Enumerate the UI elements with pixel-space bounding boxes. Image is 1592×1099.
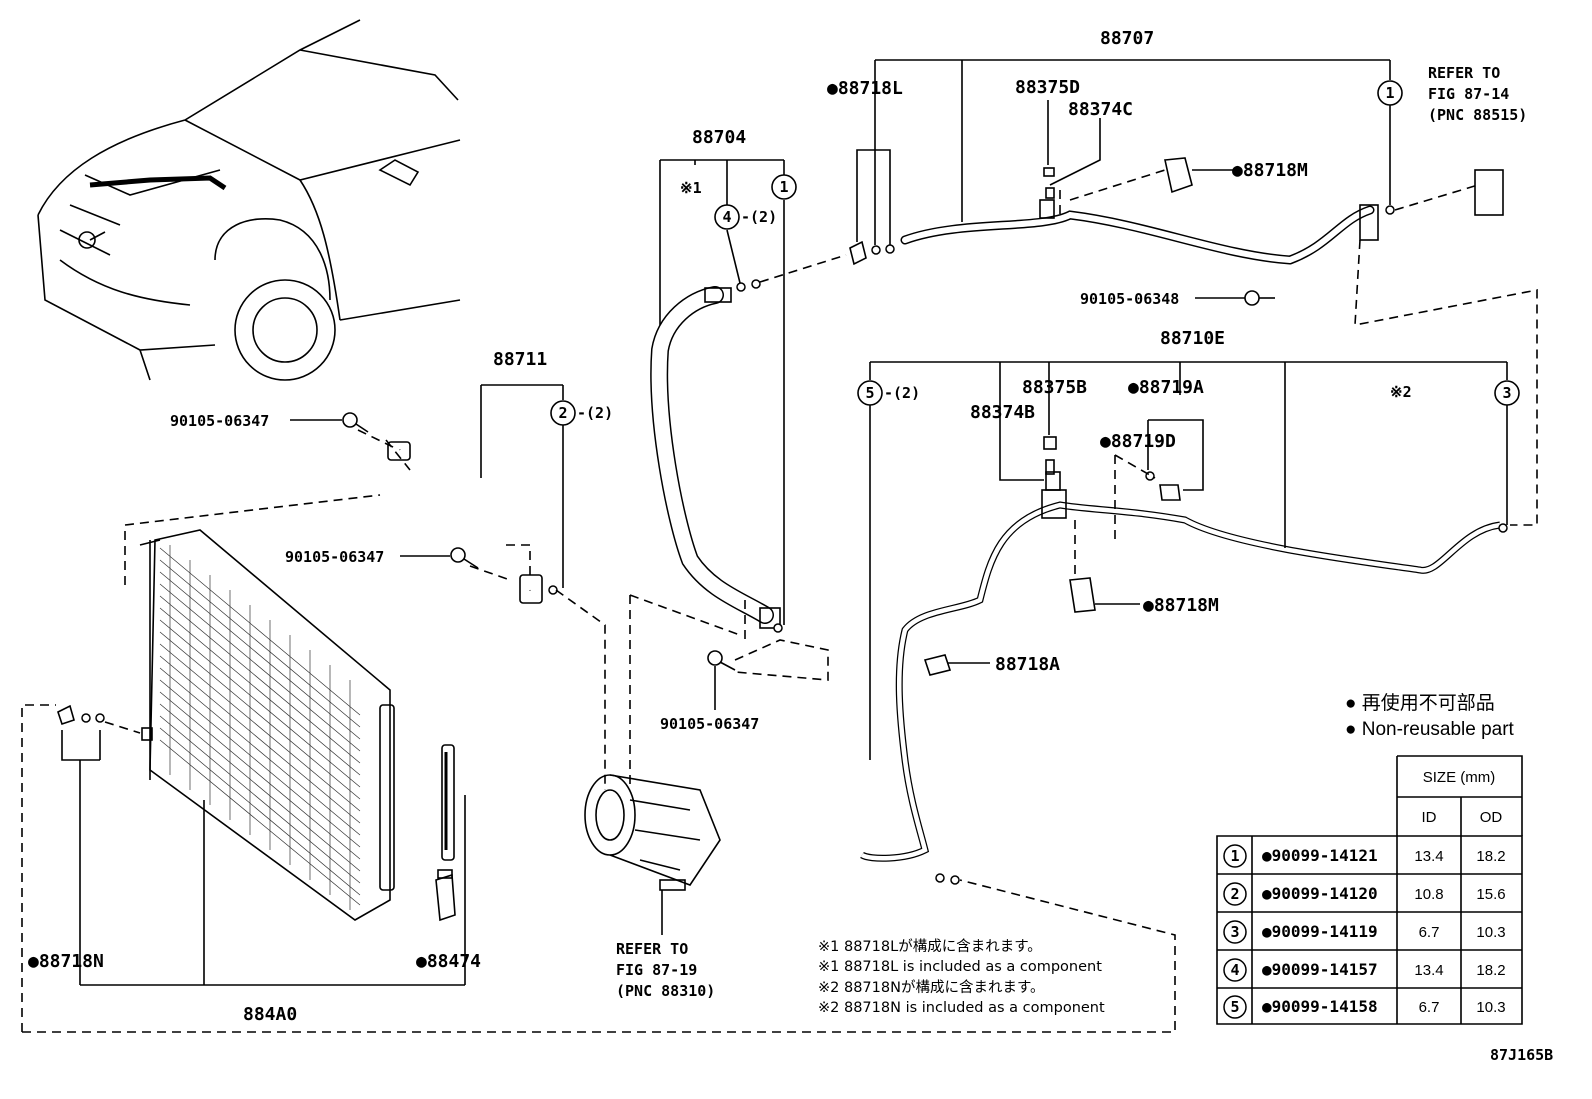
label-88718A: 88718A [995,654,1060,675]
svg-text:2: 2 [558,404,567,422]
label-refer-88515-line3: (PNC 88515) [1428,106,1527,124]
label-88375B: 88375B [1022,377,1087,398]
label-88719A: ●88719A [1128,377,1204,398]
label-refer-88310-line2: FIG 87-19 [616,961,697,979]
svg-text:2: 2 [1230,885,1239,903]
svg-text:10.3: 10.3 [1476,999,1505,1016]
label-88710E: 88710E [1160,328,1225,349]
compressor-drawing [584,774,721,891]
pipe-88710E-drawing [860,471,1501,862]
svg-text:6.7: 6.7 [1419,924,1440,941]
label-88375D: 88375D [1015,77,1080,98]
label-callout2-qty: -(2) [577,404,613,422]
label-90105-06347-c: 90105-06347 [660,715,759,733]
svg-text:●90099-14119: ●90099-14119 [1262,922,1378,941]
callout-1-88704: 1 [771,174,797,200]
svg-text:13.4: 13.4 [1414,848,1443,865]
label-88474: ●88474 [416,951,481,972]
circled-callouts: 1 1 4 2 5 3 [550,80,1520,426]
label-90105-06347-b: 90105-06347 [285,548,384,566]
svg-text:15.6: 15.6 [1476,886,1505,903]
svg-text:6.7: 6.7 [1419,999,1440,1016]
label-refer-88310-line3: (PNC 88310) [616,982,715,1000]
label-callout4-qty: -(2) [741,208,777,226]
table-row: 5 ●90099-14158 6.7 10.3 [1223,995,1506,1019]
label-88719D: ●88719D [1100,431,1176,452]
table-size-header: SIZE (mm) [1423,769,1496,786]
label-refer-88515-line2: FIG 87-14 [1428,85,1509,103]
label-90105-06347-a: 90105-06347 [170,412,269,430]
note-1-jp: ※1 88718Lが構成に含まれます。 [818,938,1042,955]
small-parts-drawing [57,157,1504,741]
table-row: 3 ●90099-14119 6.7 10.3 [1223,920,1506,944]
filter-part-drawing [435,744,456,922]
label-88710E-mark2: ※2 [1390,383,1412,401]
label-88718M-mid: ●88718M [1143,595,1219,616]
label-88704: 88704 [692,127,746,148]
note-2-jp: ※2 88718Nが構成に含まれます。 [818,979,1045,996]
svg-text:●90099-14158: ●90099-14158 [1262,997,1378,1016]
svg-text:3: 3 [1230,923,1239,941]
label-88711: 88711 [493,349,547,370]
dashed-assembly-lines [21,169,1538,1033]
label-callout5-qty: -(2) [884,384,920,402]
svg-text:10.8: 10.8 [1414,886,1443,903]
o-ring-size-table: SIZE (mm) ID OD 1 ●90099-14121 13.4 18.2… [1216,755,1523,1025]
label-88718N: ●88718N [28,951,104,972]
table-row: 2 ●90099-14120 10.8 15.6 [1223,882,1506,906]
svg-text:13.4: 13.4 [1414,962,1443,979]
table-row: 1 ●90099-14121 13.4 18.2 [1223,844,1506,868]
svg-text:●90099-14157: ●90099-14157 [1262,960,1378,979]
svg-text:4: 4 [722,208,731,226]
condenser-fins [159,545,361,910]
svg-text:1: 1 [1230,847,1239,865]
pipe-88707-drawing [900,199,1379,265]
callout-2-88711: 2 [550,400,576,426]
part-labels: 88707 ●88718L 88375D 88374C REFER TO FIG… [28,28,1553,1064]
callout-5-88710E: 5 [857,380,883,406]
svg-text:18.2: 18.2 [1476,848,1505,865]
table-col-od: OD [1480,809,1503,826]
leader-lines [61,59,1508,986]
svg-text:5: 5 [1230,998,1239,1016]
svg-text:4: 4 [1230,961,1239,979]
o-rings [81,205,1508,885]
callout-4-88704: 4 [714,204,740,230]
hose-88711-drawing [387,441,543,604]
label-88718L: ●88718L [827,78,903,99]
svg-text:3: 3 [1502,384,1511,402]
note-1-en: ※1 88718L is included as a component [818,959,1102,975]
label-884A0: 884A0 [243,1004,297,1025]
hose-88704-drawing [650,286,781,629]
svg-text:1: 1 [1385,84,1394,102]
svg-text:●90099-14120: ●90099-14120 [1262,884,1378,903]
vehicle-illustration [37,19,461,381]
label-refer-88515-line1: REFER TO [1428,64,1500,82]
component-notes: ※1 88718Lが構成に含まれます。 ※1 88718L is include… [818,938,1105,1016]
callout-1-88707: 1 [1377,80,1403,106]
label-refer-88310-line1: REFER TO [616,940,688,958]
svg-text:10.3: 10.3 [1476,924,1505,941]
callout-3-88710E: 3 [1494,380,1520,406]
legend: ● 再使用不可部品 ● Non-reusable part [1345,692,1515,740]
label-88707: 88707 [1100,28,1154,49]
label-88374C: 88374C [1068,99,1133,120]
svg-text:●90099-14121: ●90099-14121 [1262,846,1378,865]
diagram-code: 87J165B [1490,1046,1553,1064]
legend-en: ● Non-reusable part [1345,719,1515,740]
svg-text:18.2: 18.2 [1476,962,1505,979]
svg-text:5: 5 [865,384,874,402]
svg-text:1: 1 [779,178,788,196]
condenser-drawing [139,529,395,921]
table-col-id: ID [1422,809,1437,826]
table-row: 4 ●90099-14157 13.4 18.2 [1223,958,1506,982]
legend-jp: ● 再使用不可部品 [1345,692,1495,714]
label-88374B: 88374B [970,402,1035,423]
note-2-en: ※2 88718N is included as a component [818,1000,1105,1016]
label-88718M-top: ●88718M [1232,160,1308,181]
label-90105-06348: 90105-06348 [1080,290,1179,308]
label-88704-mark1: ※1 [680,179,702,197]
